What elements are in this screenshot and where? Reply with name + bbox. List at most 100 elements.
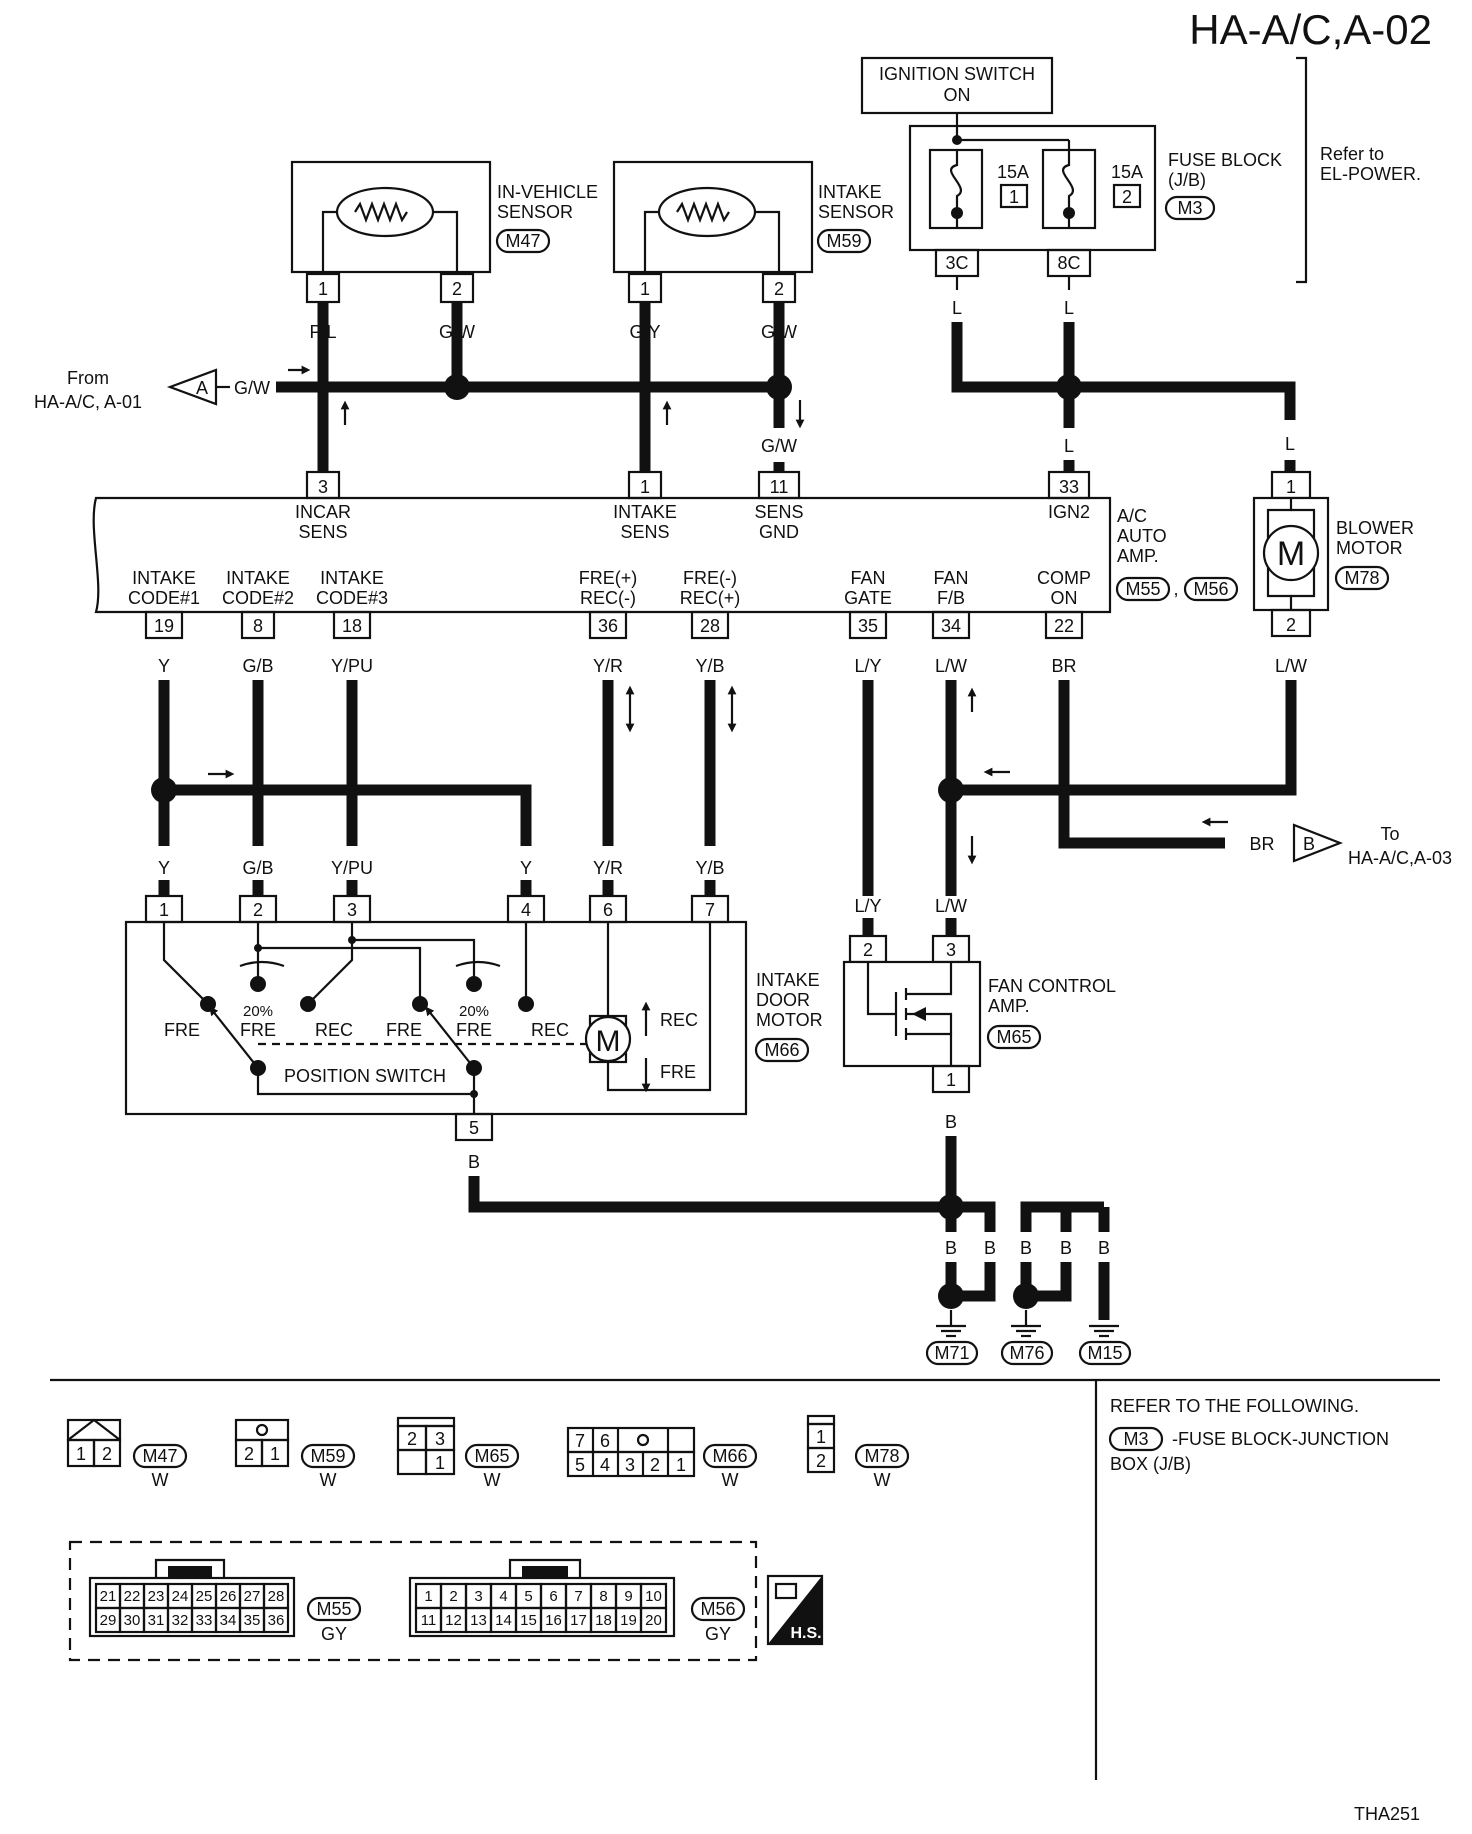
fuse-wire-4: L (1285, 434, 1295, 454)
door-pin-2: 2 (253, 900, 263, 920)
amp-bot-pin-18: 18 (342, 616, 362, 636)
terminal-8c: 8C (1057, 253, 1080, 273)
amp-top-label-3b: SENS (298, 522, 347, 542)
connector-view-m78: 1 2 M78 W (806, 1414, 910, 1490)
m56-cell-4: 4 (499, 1588, 507, 1605)
amp-bot-label-34a: FAN (933, 568, 968, 588)
amp-bot-label-36b: REC(-) (580, 588, 636, 608)
amp-conn-m56: M56 (1193, 579, 1228, 599)
door-fre-1: FRE (164, 1020, 200, 1040)
gnd-wire-4: B (1060, 1238, 1072, 1258)
amp-name3: AMP. (1117, 546, 1159, 566)
ground-m15: M15 (1087, 1343, 1122, 1363)
door-gnd-wire: B (468, 1152, 480, 1172)
amp-top-label-11a: SENS (754, 502, 803, 522)
amp-bot-label-35b: GATE (844, 588, 892, 608)
m55-conn: M55 (316, 1599, 351, 1619)
door-wire-1: Y (158, 858, 170, 878)
amp-bot-label-35a: FAN (850, 568, 885, 588)
door-wire-3: Y/PU (331, 858, 373, 878)
door-rec-dir: REC (660, 1010, 698, 1030)
page-title: HA-A/C,A-02 (1189, 6, 1432, 53)
amp-bot-label-36a: FRE(+) (579, 568, 638, 588)
door-pin-5: 5 (469, 1118, 479, 1138)
m59-cell-2: 2 (244, 1444, 254, 1464)
fan-conn: M65 (996, 1027, 1031, 1047)
amp-bot-pin-8: 8 (253, 616, 263, 636)
m55-cell-27: 27 (244, 1588, 261, 1605)
sens-gnd-wire: G/W (761, 436, 797, 456)
middle-wiring: BR B To HA-A/C,A-03 (151, 680, 1452, 896)
power-wiring: L L L L (951, 298, 1296, 472)
m78-cell-2: 2 (816, 1451, 826, 1471)
blower-symbol: M (1277, 535, 1305, 573)
amp-bot-label-19a: INTAKE (132, 568, 196, 588)
m55-color: GY (321, 1624, 347, 1644)
amp-name2: AUTO (1117, 526, 1167, 546)
m55-cell-21: 21 (100, 1588, 117, 1605)
door-wire-4: Y (520, 858, 532, 878)
ignition-label: IGNITION SWITCH (879, 64, 1035, 84)
m55-cell-31: 31 (148, 1612, 165, 1629)
wire-label-35: L/Y (854, 656, 881, 676)
fuse-1-amp: 15A (997, 162, 1029, 182)
from-connector-a: From HA-A/C, A-01 A G/W (34, 368, 270, 412)
gy-connector-frame (68, 1540, 758, 1662)
amp-bot-label-18a: INTAKE (320, 568, 384, 588)
fuse-2-number: 2 (1122, 187, 1132, 207)
wire-label-28: Y/B (695, 656, 724, 676)
intake-sensor-name1: INTAKE (818, 182, 882, 202)
amp-conn-sep: , (1173, 579, 1178, 599)
fan-name2: AMP. (988, 996, 1030, 1016)
m55-cell-33: 33 (196, 1612, 213, 1629)
fuse-wire-3: L (1064, 436, 1074, 456)
fan-control-amp: L/Y L/W 2 3 1 FAN CONTROL AMP. M65 B (842, 896, 1116, 1132)
amp-bot-pin-34: 34 (941, 616, 961, 636)
m55-cell-28: 28 (268, 1588, 285, 1605)
m55-cell-23: 23 (148, 1588, 165, 1605)
m65-conn: M65 (474, 1446, 509, 1466)
blower-pin-1: 1 (1286, 477, 1296, 497)
m78-cell-1: 1 (816, 1427, 826, 1447)
m56-cell-13: 13 (470, 1612, 487, 1629)
fan-pin-2: 2 (863, 940, 873, 960)
intake-sensor-pin-1: 1 (640, 279, 650, 299)
blower-pin-2: 2 (1286, 615, 1296, 635)
fan-pin-3: 3 (946, 940, 956, 960)
to-dest: HA-A/C,A-03 (1348, 848, 1452, 868)
fuse-block: 15A 1 15A 2 FUSE BLOCK (J/B) M3 3C 8C Re… (908, 56, 1421, 290)
m66-cell-4: 4 (600, 1455, 610, 1475)
m55-cell-22: 22 (124, 1588, 141, 1605)
connector-view-m59: 2 1 M59 W (234, 1418, 356, 1490)
m56-cell-19: 19 (620, 1612, 637, 1629)
amp-top-label-11b: GND (759, 522, 799, 542)
connector-view-m65: 2 3 1 M65 W (396, 1416, 520, 1490)
amp-name1: A/C (1117, 506, 1147, 526)
door-pin-4: 4 (521, 900, 531, 920)
refer-conn: M3 (1123, 1429, 1148, 1449)
m56-cell-7: 7 (574, 1588, 582, 1605)
fuse-block-sub: (J/B) (1168, 170, 1206, 190)
refer-line1: REFER TO THE FOLLOWING. (1110, 1396, 1359, 1416)
in-vehicle-name1: IN-VEHICLE (497, 182, 598, 202)
m59-cell-1: 1 (270, 1444, 280, 1464)
gnd-wire-1: B (945, 1238, 957, 1258)
m78-color: W (874, 1470, 891, 1490)
intake-sensor: 1 2 INTAKE SENSOR M59 G/Y G/W (612, 160, 894, 342)
amp-top-label-1a: INTAKE (613, 502, 677, 522)
in-vehicle-sensor: 1 2 IN-VEHICLE SENSOR M47 P/L G/W (290, 160, 598, 342)
m55-cell-29: 29 (100, 1612, 117, 1629)
m56-cell-10: 10 (645, 1588, 662, 1605)
in-vehicle-conn: M47 (505, 231, 540, 251)
wire-label-34: L/W (935, 656, 967, 676)
door-pin-6: 6 (603, 900, 613, 920)
m66-conn: M66 (712, 1446, 747, 1466)
m56-cell-16: 16 (545, 1612, 562, 1629)
m66-cell-7: 7 (575, 1431, 585, 1451)
intake-sensor-name2: SENSOR (818, 202, 894, 222)
fuse-2-amp: 15A (1111, 162, 1143, 182)
blower-name1: BLOWER (1336, 518, 1414, 538)
from-label: From (67, 368, 109, 388)
from-letter: A (196, 378, 208, 398)
